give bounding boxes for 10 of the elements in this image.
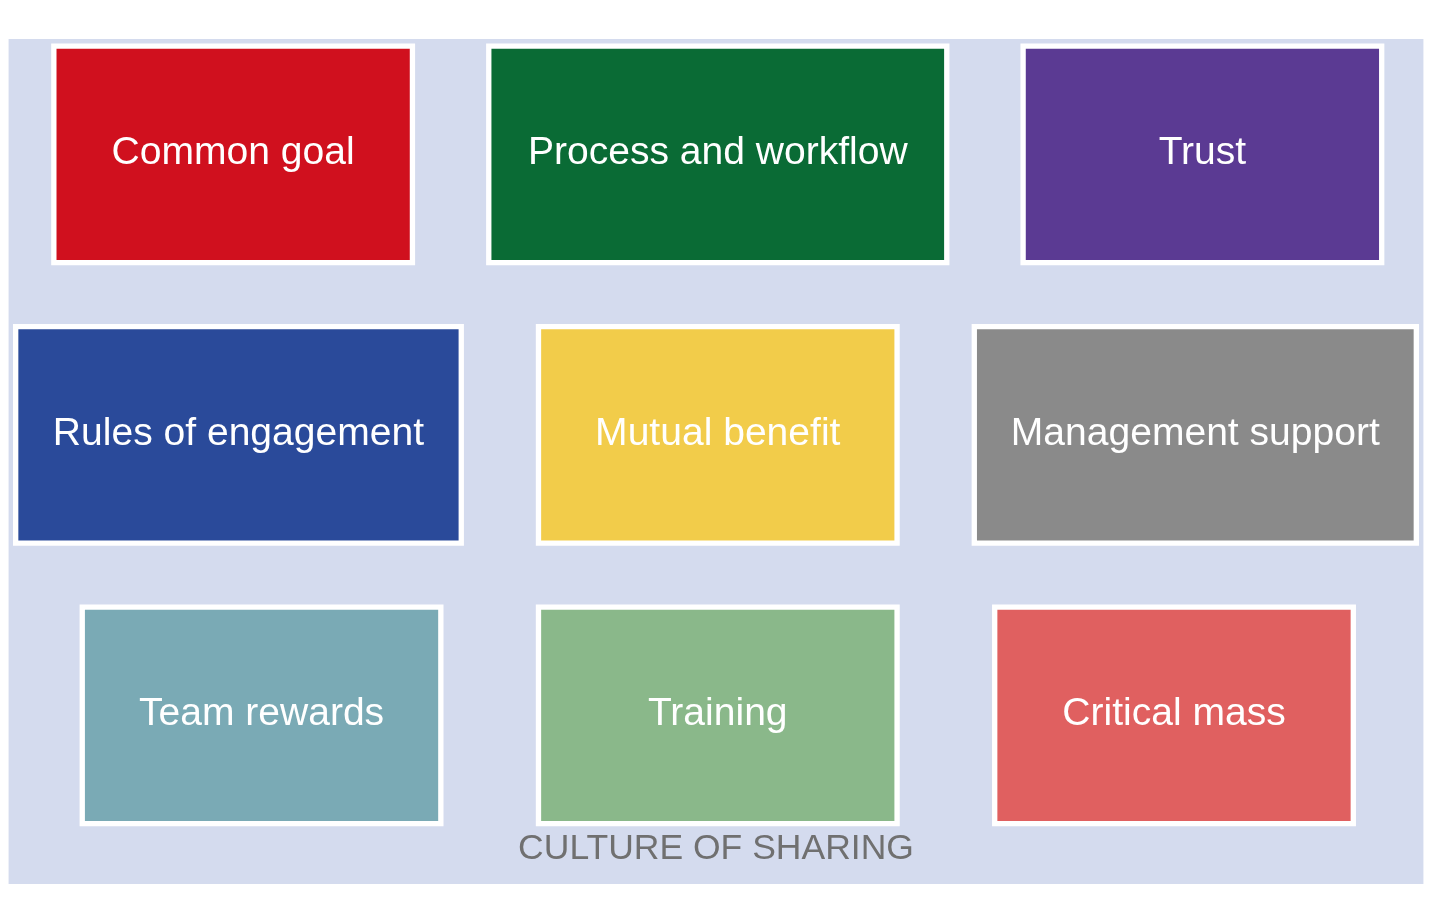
node-box: Management support <box>971 323 1419 546</box>
node-box: Critical mass <box>992 603 1356 826</box>
node-box: Team rewards <box>79 603 444 826</box>
node-box: Process and workflow <box>486 42 950 265</box>
node-box: Trust <box>1020 42 1385 265</box>
node-box: Rules of engagement <box>13 323 464 546</box>
node-box: Mutual benefit <box>535 323 900 546</box>
caption: CULTURE OF SHARING <box>518 826 914 867</box>
node-box: Common goal <box>51 42 416 265</box>
node-box: Training <box>535 603 900 826</box>
